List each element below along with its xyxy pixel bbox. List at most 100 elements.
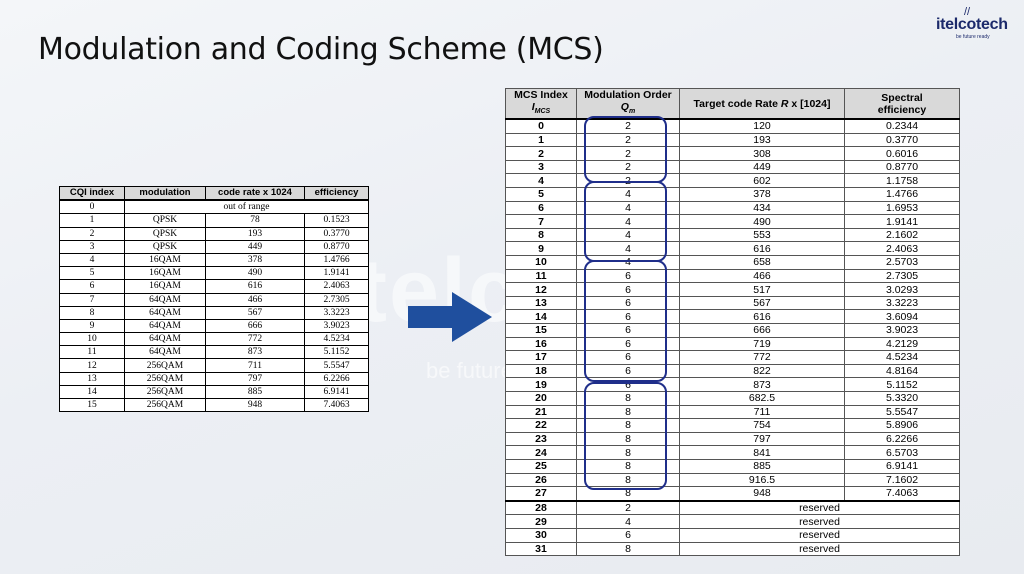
mcs-efficiency-cell: 3.9023 [844, 323, 960, 338]
company-logo: // itelcotech be future ready [936, 6, 1016, 40]
cqi-code-rate-cell: 78 [205, 213, 305, 228]
mcs-index-cell: 3 [505, 159, 577, 175]
mcs-efficiency-cell: 4.5234 [844, 350, 960, 365]
mcs-code-rate-cell: 841 [679, 445, 845, 460]
cqi-index-cell: 15 [59, 397, 125, 413]
cqi-modulation-cell: 64QAM [124, 292, 206, 307]
mcs-code-rate-cell: 567 [679, 295, 845, 311]
16qam-group-highlight [584, 181, 667, 262]
mcs-index-cell: 18 [505, 363, 577, 379]
cqi-index-cell: 12 [59, 358, 125, 373]
mcs-index-cell: 29 [505, 514, 577, 529]
mcs-index-cell: 8 [505, 227, 577, 243]
mcs-order-cell: 2 [576, 500, 680, 516]
mcs-code-rate-cell: 666 [679, 323, 845, 338]
mcs-index-cell: 15 [505, 323, 577, 338]
cqi-col-efficiency: efficiency [304, 186, 369, 201]
mcs-reserved-cell: reserved [679, 514, 960, 529]
mcs-efficiency-cell: 6.5703 [844, 445, 960, 460]
cqi-index-cell: 10 [59, 332, 125, 347]
cqi-efficiency-cell: 1.4766 [304, 252, 369, 268]
cqi-index-cell: 14 [59, 384, 125, 400]
mcs-index-cell: 6 [505, 200, 577, 216]
mcs-efficiency-cell: 4.8164 [844, 363, 960, 379]
cqi-table: CQI index modulation code rate x 1024 ef… [59, 186, 369, 413]
mcs-efficiency-cell: 4.2129 [844, 336, 960, 352]
mcs-code-rate-cell: 193 [679, 132, 845, 148]
mcs-efficiency-cell: 5.3320 [844, 390, 960, 406]
mcs-index-cell: 22 [505, 418, 577, 433]
mcs-code-rate-cell: 658 [679, 255, 845, 270]
mcs-code-rate-cell: 822 [679, 363, 845, 379]
256qam-group-highlight [584, 382, 667, 490]
mcs-efficiency-cell: 2.5703 [844, 255, 960, 270]
cqi-index-cell: 11 [59, 345, 125, 360]
cqi-efficiency-cell: 4.5234 [304, 332, 369, 347]
mcs-code-rate-cell: 449 [679, 159, 845, 175]
mcs-table: MCS Index IMCS Modulation Order Qm Targe… [505, 88, 960, 557]
mcs-reserved-cell: reserved [679, 500, 960, 516]
mcs-code-rate-cell: 120 [679, 118, 845, 134]
logo-name: itelcotech [936, 16, 1008, 33]
mcs-code-rate-cell: 378 [679, 187, 845, 202]
cqi-efficiency-cell: 5.5547 [304, 358, 369, 373]
mcs-efficiency-cell: 5.8906 [844, 418, 960, 433]
cqi-index-cell: 2 [59, 226, 125, 241]
mcs-efficiency-cell: 6.2266 [844, 431, 960, 447]
mcs-efficiency-cell: 2.7305 [844, 268, 960, 284]
mcs-index-cell: 5 [505, 187, 577, 202]
mcs-index-cell: 4 [505, 173, 577, 189]
mcs-index-cell: 19 [505, 377, 577, 392]
cqi-efficiency-cell: 0.8770 [304, 239, 369, 254]
mcs-index-cell: 30 [505, 527, 577, 543]
mcs-efficiency-cell: 0.8770 [844, 159, 960, 175]
table-row: 0 out of range [59, 199, 369, 215]
cqi-code-rate-cell: 616 [205, 279, 305, 294]
mcs-order-cell: 4 [576, 514, 680, 529]
mcs-code-rate-cell: 754 [679, 418, 845, 433]
cqi-code-rate-cell: 772 [205, 332, 305, 347]
cqi-modulation-cell: 64QAM [124, 318, 206, 334]
cqi-code-rate-cell: 711 [205, 358, 305, 373]
mcs-index-cell: 20 [505, 390, 577, 406]
cqi-efficiency-cell: 0.3770 [304, 226, 369, 241]
logo-mark-icon: // [964, 6, 971, 18]
mcs-index-cell: 31 [505, 541, 577, 557]
mcs-code-rate-cell: 434 [679, 200, 845, 216]
mcs-efficiency-cell: 0.2344 [844, 118, 960, 134]
arrow-right-icon [408, 292, 492, 342]
mcs-code-rate-cell: 711 [679, 404, 845, 420]
mcs-code-rate-cell: 602 [679, 173, 845, 189]
mcs-code-rate-cell: 616 [679, 241, 845, 257]
mcs-code-rate-cell: 553 [679, 227, 845, 243]
mcs-efficiency-cell: 1.1758 [844, 173, 960, 189]
cqi-code-rate-cell: 449 [205, 239, 305, 254]
mcs-index-cell: 24 [505, 445, 577, 460]
cqi-modulation-cell: 64QAM [124, 345, 206, 360]
